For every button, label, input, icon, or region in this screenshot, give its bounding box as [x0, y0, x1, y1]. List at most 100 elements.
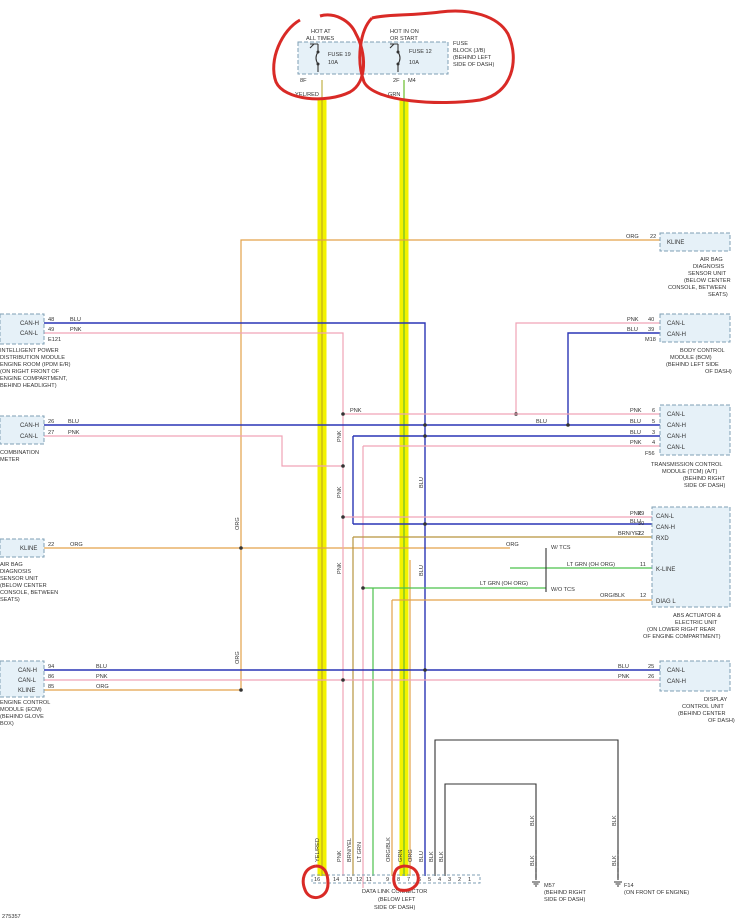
- svg-text:RXD: RXD: [656, 536, 669, 542]
- svg-text:CAN-H: CAN-H: [20, 423, 39, 429]
- fuse-pin-2f: 2F: [393, 78, 400, 84]
- red-circle-fuse19: [272, 13, 366, 101]
- svg-text:CAN-L: CAN-L: [20, 434, 39, 440]
- svg-text:LT GRN (OH ORG): LT GRN (OH ORG): [567, 562, 615, 568]
- abs-module: CAN-L CAN-H RXD K-LINE DIAG L 29 30 22 1…: [638, 506, 731, 640]
- svg-text:PNK: PNK: [630, 511, 642, 517]
- svg-text:ABS ACTUATOR &: ABS ACTUATOR &: [673, 613, 721, 619]
- svg-text:BLK: BLK: [612, 855, 618, 866]
- svg-text:DIAGNOSIS: DIAGNOSIS: [693, 264, 724, 270]
- ground-m57: BLK BLK M57 (BEHIND RIGHT SIDE OF DASH): [530, 815, 587, 903]
- svg-text:CAN-L: CAN-L: [18, 678, 37, 684]
- svg-text:ORG: ORG: [626, 234, 639, 240]
- svg-text:ENGINE COMPARTMENT,: ENGINE COMPARTMENT,: [0, 376, 68, 382]
- svg-text:86: 86: [48, 674, 54, 680]
- svg-text:25: 25: [648, 664, 654, 670]
- svg-text:ENGINE CONTROL: ENGINE CONTROL: [0, 700, 50, 706]
- figure-id: 275357: [2, 914, 21, 920]
- wires: [44, 239, 660, 888]
- svg-text:PNK: PNK: [68, 430, 80, 436]
- svg-text:SENSOR UNIT: SENSOR UNIT: [0, 576, 39, 582]
- svg-text:GRN: GRN: [398, 850, 404, 862]
- svg-text:1: 1: [468, 877, 471, 883]
- svg-text:OF DASH): OF DASH): [708, 718, 735, 724]
- svg-text:AIR BAG: AIR BAG: [700, 257, 723, 263]
- hot-at-label: HOT AT: [311, 29, 331, 35]
- svg-text:BLU: BLU: [536, 419, 547, 425]
- red-annotation-marks: [272, 9, 515, 900]
- svg-text:AIR BAG: AIR BAG: [0, 562, 23, 568]
- highlighted-power-wires: [317, 80, 409, 876]
- svg-text:CAN-H: CAN-H: [667, 423, 686, 429]
- fuse-12-amp: 10A: [409, 60, 419, 66]
- svg-text:BLK: BLK: [612, 815, 618, 826]
- all-times-label: ALL TIMES: [306, 36, 335, 42]
- svg-text:BLU: BLU: [68, 419, 79, 425]
- svg-text:METER: METER: [0, 457, 20, 463]
- svg-text:SIDE OF DASH): SIDE OF DASH): [544, 897, 585, 903]
- svg-text:5: 5: [652, 419, 655, 425]
- svg-text:BOX): BOX): [0, 721, 14, 727]
- svg-text:CAN-L: CAN-L: [667, 412, 686, 418]
- svg-text:F14: F14: [624, 883, 634, 889]
- svg-text:94: 94: [48, 664, 54, 670]
- fuse-12-label: FUSE 12: [409, 49, 432, 55]
- svg-text:TRANSMISSION CONTROL: TRANSMISSION CONTROL: [651, 462, 722, 468]
- svg-text:CAN-L: CAN-L: [667, 321, 686, 327]
- svg-text:3: 3: [448, 877, 451, 883]
- svg-text:BLU: BLU: [70, 317, 81, 323]
- svg-text:CAN-L: CAN-L: [656, 514, 675, 520]
- svg-text:DISTRIBUTION MODULE: DISTRIBUTION MODULE: [0, 355, 65, 361]
- svg-text:27: 27: [48, 430, 54, 436]
- svg-text:CAN-H: CAN-H: [18, 668, 37, 674]
- svg-text:OF DASH): OF DASH): [705, 369, 732, 375]
- svg-text:CAN-H: CAN-H: [20, 321, 39, 327]
- svg-text:CAN-L: CAN-L: [667, 668, 686, 674]
- svg-text:7: 7: [407, 877, 410, 883]
- or-start-label: OR START: [390, 36, 418, 42]
- fuse-19-amp: 10A: [328, 60, 338, 66]
- svg-text:ORG: ORG: [506, 542, 519, 548]
- svg-text:ENGINE ROOM (IPDM E/R): ENGINE ROOM (IPDM E/R): [0, 362, 71, 368]
- svg-text:ORG: ORG: [408, 849, 414, 862]
- svg-text:BLU: BLU: [630, 419, 641, 425]
- svg-text:M18: M18: [645, 337, 656, 343]
- svg-text:DATA LINK CONNECTOR: DATA LINK CONNECTOR: [362, 889, 427, 895]
- combination-meter: CAN-H CAN-L 26 27 COMBINATION METER: [0, 415, 54, 463]
- svg-text:ELECTRIC UNIT: ELECTRIC UNIT: [675, 620, 718, 626]
- pnk-meter-wire: [44, 435, 343, 467]
- red-circle-dlc8: [392, 864, 420, 892]
- svg-text:BLK: BLK: [429, 851, 435, 862]
- svg-text:39: 39: [648, 327, 654, 333]
- svg-text:M57: M57: [544, 883, 555, 889]
- svg-text:BRN/YEL: BRN/YEL: [618, 531, 642, 537]
- fuse-pin-8f: 8F: [300, 78, 307, 84]
- svg-text:22: 22: [48, 542, 54, 548]
- air-bag-sensor-left: KLINE 22 AIR BAG DIAGNOSIS SENSOR UNIT (…: [0, 538, 58, 603]
- svg-text:(ON RIGHT FRONT OF: (ON RIGHT FRONT OF: [0, 369, 60, 375]
- air-bag-sensor-right: KLINE 22 AIR BAG DIAGNOSIS SENSOR UNIT (…: [650, 232, 731, 298]
- svg-text:4: 4: [438, 877, 441, 883]
- wire-label-grn: GRN: [388, 92, 400, 98]
- svg-text:SENSOR UNIT: SENSOR UNIT: [688, 271, 727, 277]
- svg-text:16: 16: [314, 877, 320, 883]
- svg-text:22: 22: [638, 531, 644, 537]
- svg-text:SIDE OF DASH): SIDE OF DASH): [684, 483, 725, 489]
- svg-text:W/O TCS: W/O TCS: [551, 587, 575, 593]
- svg-text:40: 40: [648, 317, 654, 323]
- svg-text:(BEHIND LEFT SIDE: (BEHIND LEFT SIDE: [666, 362, 719, 368]
- svg-text:(BEHIND GLOVE: (BEHIND GLOVE: [0, 714, 44, 720]
- svg-text:BRN/YEL: BRN/YEL: [347, 838, 353, 862]
- svg-text:SEATS): SEATS): [708, 292, 728, 298]
- svg-text:W/ TCS: W/ TCS: [551, 545, 571, 551]
- svg-text:E121: E121: [48, 337, 61, 343]
- svg-text:(ON FRONT OF ENGINE): (ON FRONT OF ENGINE): [624, 890, 689, 896]
- ground-f14: BLK BLK F14 (ON FRONT OF ENGINE): [612, 815, 689, 896]
- svg-text:INTELLIGENT POWER: INTELLIGENT POWER: [0, 348, 59, 354]
- svg-text:BEHIND HEADLIGHT): BEHIND HEADLIGHT): [0, 383, 57, 389]
- svg-text:YEL/RED: YEL/RED: [315, 838, 321, 862]
- svg-text:26: 26: [648, 674, 654, 680]
- fuse-block-name-4: SIDE OF DASH): [453, 62, 494, 68]
- svg-text:PNK: PNK: [70, 327, 82, 333]
- svg-text:KLINE: KLINE: [20, 546, 37, 552]
